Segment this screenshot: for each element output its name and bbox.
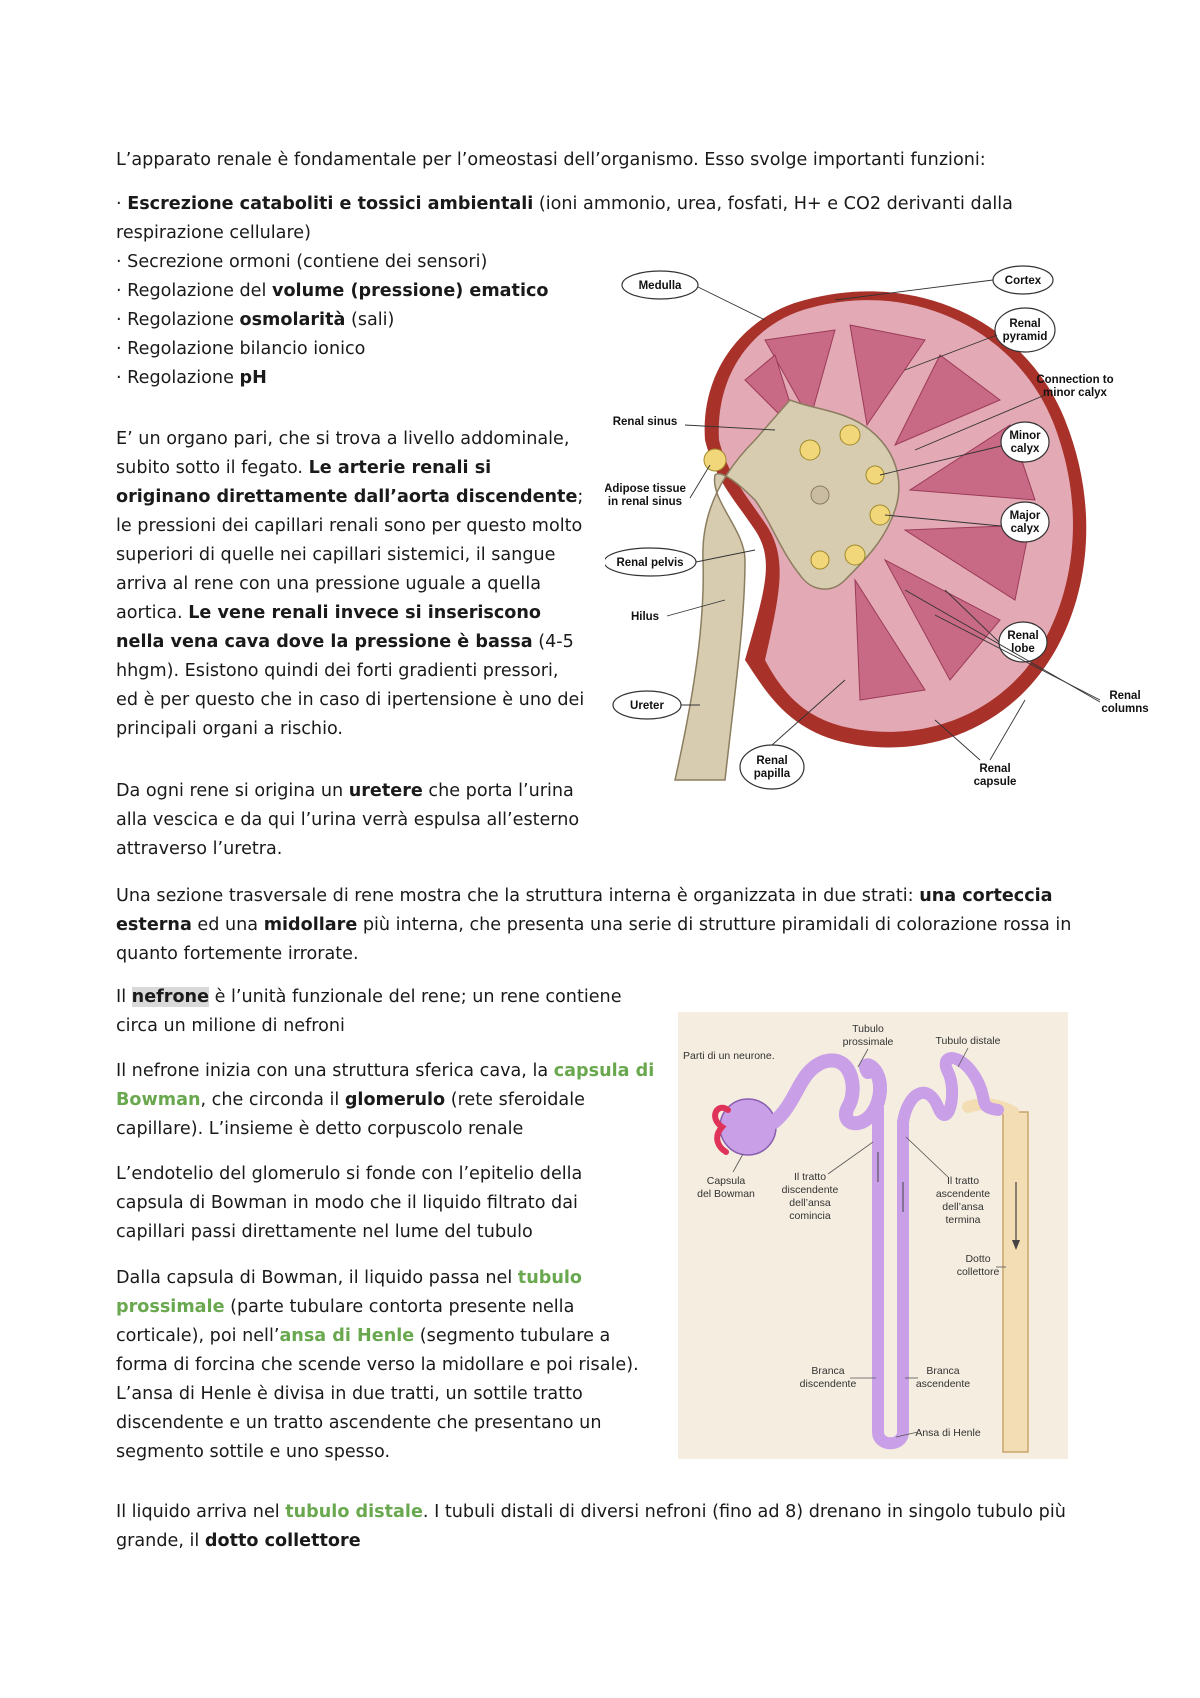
- renal-pyramid-label-1: Renal: [1009, 318, 1040, 330]
- branca-a-label-2: ascendente: [916, 1378, 970, 1390]
- loop-of-henle: [872, 1107, 909, 1450]
- distal-label: Tubulo distale: [936, 1035, 1001, 1047]
- adipose-label-1: Adipose tissue: [605, 483, 686, 495]
- major-calyx-label-2: calyx: [1011, 523, 1040, 535]
- branca-d-label-1: Branca: [811, 1365, 844, 1377]
- desc-label-4: comincia: [789, 1210, 831, 1222]
- renal-pyramid-label-2: pyramid: [1003, 331, 1048, 343]
- connection-label-1: Connection to: [1036, 374, 1113, 386]
- distal-paragraph: Il liquido arriva nel tubulo distale. I …: [116, 1502, 1066, 1551]
- dotto-label-1: Dotto: [965, 1253, 990, 1265]
- nephron-leader-lines: [732, 1047, 1006, 1438]
- renal-columns-label-1: Renal: [1109, 690, 1140, 702]
- medulla-label: Medulla: [639, 280, 682, 292]
- renal-columns-label-2: columns: [1101, 703, 1148, 715]
- desc-label-2: discendente: [782, 1184, 839, 1196]
- glomerulus-vessel: [712, 1104, 731, 1155]
- adipose-label-2: in renal sinus: [608, 496, 682, 508]
- distal-tubule: [897, 1052, 1004, 1128]
- list-item: · Regolazione pH: [116, 368, 267, 388]
- highlighted-term: nefrone: [131, 987, 210, 1007]
- medulla-bubble: [621, 270, 699, 300]
- asc-label-3: dell’ansa: [942, 1201, 984, 1213]
- intro-paragraph: L’apparato renale è fondamentale per l’o…: [116, 150, 986, 170]
- branca-d-label-2: discendente: [800, 1378, 857, 1390]
- desc-label-1: Il tratto: [794, 1171, 826, 1183]
- prox-label-1: Tubulo: [852, 1023, 884, 1035]
- list-item: · Regolazione bilancio ionico: [116, 339, 366, 359]
- renal-capsule-label-2: capsule: [974, 776, 1017, 788]
- renal-lobe-label-1: Renal: [1007, 630, 1038, 642]
- renal-papilla-label-2: papilla: [754, 768, 791, 780]
- list-item: · Regolazione del volume (pressione) ema…: [116, 281, 549, 301]
- minor-calyx-label-1: Minor: [1009, 430, 1041, 442]
- section-paragraph: Una sezione trasversale di rene mostra c…: [116, 886, 1072, 964]
- kidney-diagram: Medulla Cortex Renal pyramid Connection …: [605, 265, 1149, 790]
- renal-pelvis-label: Renal pelvis: [616, 557, 683, 569]
- minor-calyx-bubble: [1000, 421, 1050, 463]
- functions-list: · Escrezione cataboliti e tossici ambien…: [116, 190, 1016, 393]
- nephron-diagram: Parti di un neurone. Tubulo prossimale T…: [678, 1012, 1068, 1459]
- renal-lobe-label-2: lobe: [1011, 643, 1035, 655]
- cortex-label: Cortex: [1005, 275, 1042, 287]
- calyces: [703, 424, 891, 570]
- leader-lines: [666, 279, 1101, 761]
- henle-label: Ansa di Henle: [915, 1427, 981, 1439]
- desc-label-3: dell’ansa: [789, 1197, 831, 1209]
- endothelium-paragraph: L’endotelio del glomerulo si fonde con l…: [116, 1164, 583, 1242]
- organ-paragraph: E’ un organo pari, che si trova a livell…: [116, 429, 585, 739]
- ureter-label: Ureter: [630, 700, 664, 712]
- list-item: · Regolazione osmolarità (sali): [116, 310, 395, 330]
- asc-label-1: Il tratto: [947, 1175, 979, 1187]
- major-calyx-bubble: [1000, 501, 1050, 543]
- proximal-tubule: [767, 1053, 887, 1131]
- renal-pyramid-bubble: [994, 307, 1056, 353]
- renal-pelvis: [674, 399, 900, 781]
- prox-label-2: prossimale: [843, 1036, 894, 1048]
- dotto-label-2: collettore: [957, 1266, 1000, 1278]
- list-item: · Escrezione cataboliti e tossici ambien…: [116, 194, 1013, 243]
- renal-papilla-label-1: Renal: [756, 755, 787, 767]
- minor-calyx-label-2: calyx: [1011, 443, 1040, 455]
- connection-label-2: minor calyx: [1043, 387, 1108, 399]
- collecting-duct: [1002, 1111, 1029, 1453]
- nephron-title: Parti di un neurone.: [683, 1050, 775, 1062]
- capsula-label-2: del Bowman: [697, 1188, 755, 1200]
- asc-label-4: termina: [945, 1214, 980, 1226]
- major-calyx-label-1: Major: [1010, 510, 1041, 522]
- flow-paragraph: Dalla capsula di Bowman, il liquido pass…: [116, 1268, 639, 1462]
- flow-arrows: [877, 1152, 904, 1212]
- capsula-label-1: Capsula: [707, 1175, 746, 1187]
- renal-lobe-bubble: [998, 621, 1048, 663]
- asc-label-2: ascendente: [936, 1188, 990, 1200]
- ureter-paragraph: Da ogni rene si origina un uretere che p…: [116, 781, 580, 859]
- renal-papilla-bubble: [739, 744, 805, 790]
- renal-sinus-label: Renal sinus: [613, 416, 678, 428]
- branca-a-label-1: Branca: [926, 1365, 959, 1377]
- list-item: · Secrezione ormoni (contiene dei sensor…: [116, 252, 488, 272]
- hilus-label: Hilus: [631, 611, 659, 623]
- bowman-paragraph: Il nefrone inizia con una struttura sfer…: [116, 1061, 655, 1139]
- nephron-paragraph: Il nefrone è l’unità funzionale del rene…: [116, 987, 622, 1036]
- renal-capsule-label-1: Renal: [979, 763, 1010, 775]
